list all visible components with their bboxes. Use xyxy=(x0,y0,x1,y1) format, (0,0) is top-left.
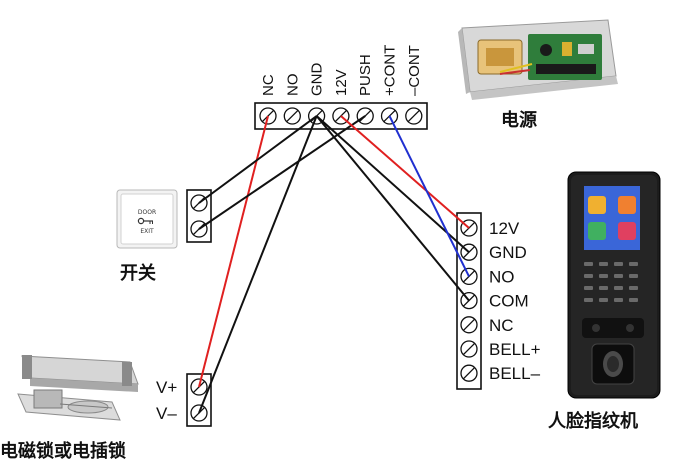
lock-terminal-block: V+ V– xyxy=(156,373,212,427)
power-caption: 电源 xyxy=(501,109,537,131)
lock-terminal-label: V+ xyxy=(156,378,177,397)
power-terminal-screw-6 xyxy=(405,107,423,125)
reader-terminal-label: BELL+ xyxy=(489,340,541,359)
power-terminal-label: GND xyxy=(309,63,326,97)
power-terminal-label: PUSH xyxy=(357,54,374,96)
wire-cont-to-reader-no xyxy=(388,115,470,277)
wire-gnd-to-switch xyxy=(198,115,318,204)
reader-image xyxy=(567,171,661,399)
reader-terminal-label: COM xyxy=(489,292,529,311)
wire-push-to-switch xyxy=(198,115,366,230)
lock-caption: 电磁锁或电插锁 xyxy=(0,440,126,462)
reader-terminal-label: NO xyxy=(489,267,515,286)
power-terminal-screw-1 xyxy=(283,107,301,125)
reader-terminal-screw-6 xyxy=(460,364,478,382)
lock-image xyxy=(17,355,139,421)
reader-terminal-label: NC xyxy=(489,316,514,335)
reader-terminal-label: BELL– xyxy=(489,364,541,383)
power-terminal-label: NC xyxy=(260,74,277,96)
wires xyxy=(198,115,470,414)
wire-gnd-to-reader-com xyxy=(315,115,470,302)
power-supply-image xyxy=(458,19,618,100)
wire-gnd-to-reader-gnd xyxy=(315,115,470,253)
key-icon xyxy=(137,217,153,225)
exit-button-text-door: DOOR xyxy=(138,209,156,216)
wire-gnd-to-lock-vminus xyxy=(198,115,318,414)
switch-caption: 开关 xyxy=(120,262,156,284)
power-terminal-label: 12V xyxy=(333,69,350,96)
reader-terminal-screw-5 xyxy=(460,340,478,358)
power-terminal-label: NO xyxy=(284,74,301,97)
reader-terminal-label: 12V xyxy=(489,219,520,238)
reader-terminal-screw-4 xyxy=(460,316,478,334)
wire-nc-to-lock-vplus xyxy=(198,115,269,388)
wire-12v-to-reader-12v xyxy=(340,115,470,229)
exit-button-text-exit: EXIT xyxy=(140,228,154,235)
reader-terminal-block: 12V GND NO COM NC BELL+ BELL– xyxy=(456,212,541,390)
power-terminal-label: +CONT xyxy=(382,45,399,96)
reader-terminal-label: GND xyxy=(489,243,527,262)
lock-terminal-label: V– xyxy=(156,404,177,423)
exit-button-image: DOOR EXIT xyxy=(116,189,178,249)
power-terminal-label: –CONT xyxy=(406,45,423,96)
reader-keypad xyxy=(584,262,638,302)
reader-caption: 人脸指纹机 xyxy=(548,410,638,432)
